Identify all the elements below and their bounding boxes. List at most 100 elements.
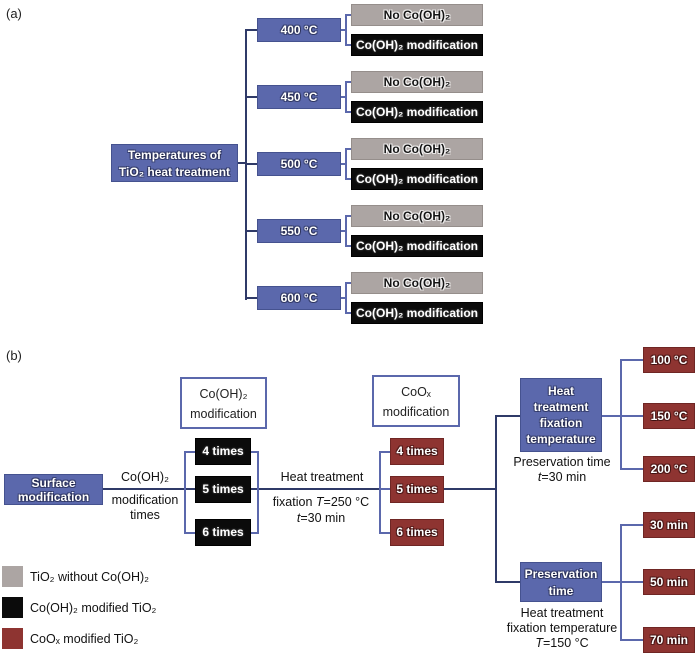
connector-line <box>247 29 257 31</box>
preservation-time-box-70min: 70 min <box>643 627 695 653</box>
connector-line <box>247 96 257 98</box>
connector-line <box>620 359 622 470</box>
htft-line2: treatment <box>533 400 589 414</box>
connector-line <box>247 297 257 299</box>
pt-note-line1: Heat treatment <box>520 606 604 620</box>
temp-box-400c: 400 °C <box>257 18 341 42</box>
connector-line <box>602 581 622 583</box>
connector-line <box>345 14 351 16</box>
cooh2-outline-line2: modification <box>190 407 257 421</box>
preservation-time-box-30min: 30 min <box>643 512 695 538</box>
preservation-time-note: Preservation time t=30 min <box>500 455 624 485</box>
heat-fixation-label-bottom: fixation T=250 °C t=30 min <box>256 494 386 526</box>
coox-modification-outline-box: CoOₓ modification <box>372 375 460 427</box>
pt-line2: time <box>548 584 574 598</box>
connector-line <box>341 163 346 165</box>
no-cooh2-box: No Co(OH)₂ <box>351 138 483 160</box>
no-cooh2-box: No Co(OH)₂ <box>351 4 483 26</box>
connector-line <box>622 524 643 526</box>
connector-line <box>345 81 347 113</box>
legend-label-red: CoOₓ modified TiO₂ <box>30 632 139 646</box>
cooh2-times-label-bottom: modification times <box>105 493 185 523</box>
connector-line <box>495 415 497 583</box>
connector-line <box>341 29 346 31</box>
connector-line <box>622 581 643 583</box>
temp-box-450c: 450 °C <box>257 85 341 109</box>
connector-line <box>345 282 347 314</box>
connector-line <box>345 282 351 284</box>
pt-note-line2: fixation temperature <box>506 621 618 635</box>
legend-swatch-black <box>2 597 23 618</box>
cooh2-modification-box: Co(OH)₂ modification <box>351 302 483 324</box>
black-times-box-5: 5 times <box>195 476 251 503</box>
pt-line1: Preservation <box>524 567 598 581</box>
preservation-time-box-50min: 50 min <box>643 569 695 595</box>
connector-line <box>186 451 195 453</box>
connector-line <box>247 230 257 232</box>
panel-b-label: (b) <box>6 348 22 363</box>
heat-treatment-fixation-temperature-box: Heat treatment fixation temperature <box>520 378 602 452</box>
connector-line <box>103 488 195 490</box>
no-cooh2-box: No Co(OH)₂ <box>351 71 483 93</box>
connector-line <box>345 148 347 180</box>
panel-a-label: (a) <box>6 6 22 21</box>
surface-modification-box: Surface modification <box>4 474 103 505</box>
connector-line <box>251 451 259 453</box>
connector-line <box>257 451 259 534</box>
red-times-box-5: 5 times <box>390 476 444 503</box>
temp-box-550c: 550 °C <box>257 219 341 243</box>
connector-line <box>381 532 390 534</box>
connector-line <box>345 215 351 217</box>
connector-line <box>622 639 643 641</box>
cooh2-outline-line1: Co(OH)₂ <box>199 387 248 401</box>
connector-line <box>620 524 622 641</box>
cooh2-modification-box: Co(OH)₂ modification <box>351 101 483 123</box>
connector-line <box>251 532 259 534</box>
legend-swatch-gray <box>2 566 23 587</box>
heat-fixation-line2: fixation T=250 °C <box>272 495 370 509</box>
connector-line <box>602 415 622 417</box>
temperatures-root-box: Temperatures of TiO₂ heat treatment <box>111 144 238 182</box>
heat-fixation-line3: t=30 min <box>296 511 346 525</box>
connector-line <box>341 96 346 98</box>
connector-line <box>444 488 497 490</box>
connector-line <box>381 488 390 490</box>
black-times-box-4: 4 times <box>195 438 251 465</box>
htft-line4: temperature <box>526 432 596 446</box>
pt-note-line3: T=150 °C <box>535 636 589 650</box>
root-line1: Temperatures of <box>127 148 222 162</box>
connector-line <box>497 581 520 583</box>
connector-line <box>622 468 643 470</box>
connector-line <box>345 312 351 314</box>
connector-line <box>341 230 346 232</box>
connector-line <box>345 111 351 113</box>
connector-line <box>345 44 351 46</box>
preservation-time-box: Preservation time <box>520 562 602 602</box>
red-times-box-4: 4 times <box>390 438 444 465</box>
connector-line <box>245 29 247 300</box>
connector-line <box>345 215 347 247</box>
surface-line1: Surface <box>31 476 76 490</box>
connector-line <box>247 163 257 165</box>
coox-outline-line2: modification <box>382 405 450 419</box>
fixation-temp-box-150c: 150 °C <box>643 403 695 429</box>
connector-line <box>345 178 351 180</box>
connector-line <box>381 451 390 453</box>
cooh2-modification-outline-box: Co(OH)₂ modification <box>180 377 267 429</box>
connector-line <box>186 532 195 534</box>
temp-box-500c: 500 °C <box>257 152 341 176</box>
connector-line <box>184 451 186 534</box>
cooh2-times-label-top: Co(OH)₂ <box>121 470 169 484</box>
connector-line <box>345 14 347 46</box>
red-times-box-6: 6 times <box>390 519 444 546</box>
no-cooh2-box: No Co(OH)₂ <box>351 205 483 227</box>
coox-outline-line1: CoOₓ <box>401 385 431 399</box>
legend-label-gray: TiO₂ without Co(OH)₂ <box>30 570 149 584</box>
legend-swatch-red <box>2 628 23 649</box>
connector-line <box>497 415 520 417</box>
htft-note-line2: t=30 min <box>537 470 587 484</box>
cooh2-times-label-line3: times <box>130 508 160 522</box>
connector-line <box>379 451 381 534</box>
fixation-temperature-note: Heat treatment fixation temperature T=15… <box>494 606 630 651</box>
surface-line2: modification <box>17 490 90 504</box>
